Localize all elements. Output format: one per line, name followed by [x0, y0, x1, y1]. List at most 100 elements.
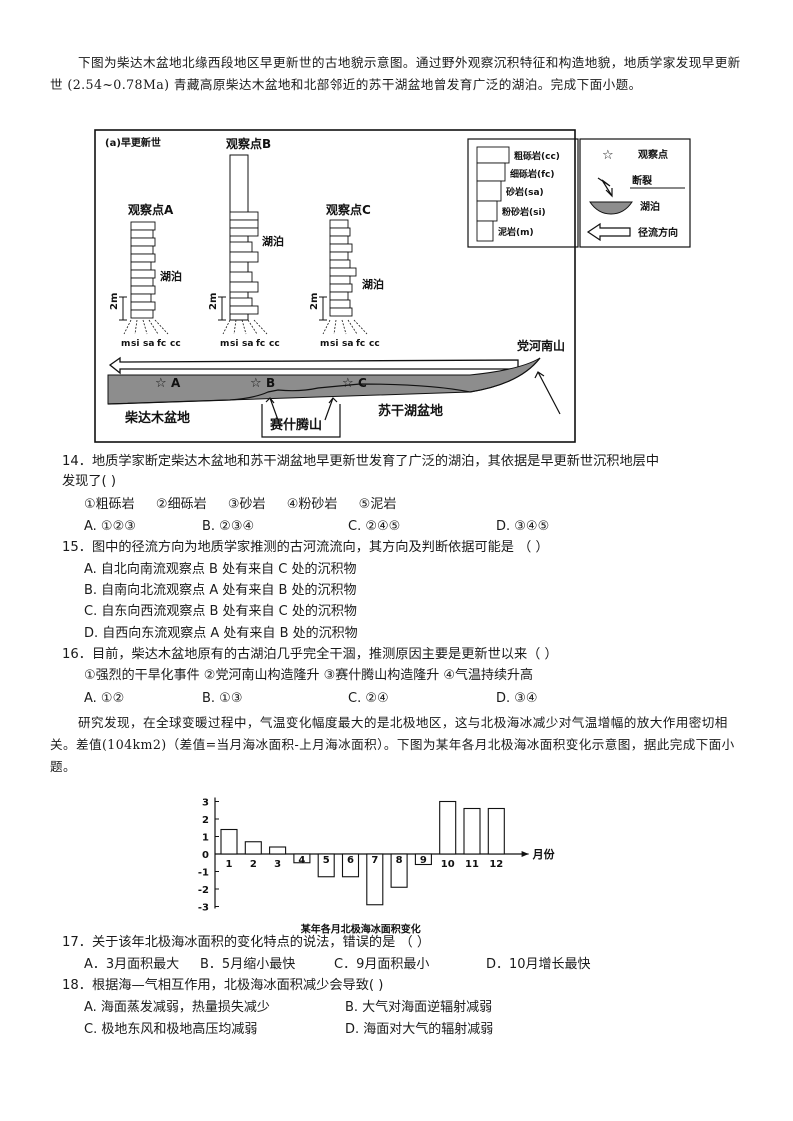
y-tick-label: 2: [202, 815, 209, 826]
mountain-dang-label: 党河南山: [517, 338, 565, 353]
bar-month-12: [487, 807, 505, 855]
q14-items: ①粗砾岩 ②细砾岩 ③砂岩 ④粉砂岩 ⑤泥岩: [84, 497, 397, 512]
axis-fc-b: fc: [256, 339, 265, 349]
x-axis-arrow: [521, 851, 529, 857]
x-tick-label: 5: [323, 855, 330, 866]
intro-paragraph-2: 研究发现，在全球变暖过程中，气温变化幅度最大的是北极地区，这与北极海冰减少对气温…: [50, 715, 735, 774]
axis-si-c: si: [330, 339, 338, 349]
axis-sa-c: sa: [342, 339, 353, 349]
q14-option-c[interactable]: C. ②④⑤: [348, 519, 401, 534]
axis-m-a: m: [121, 339, 130, 349]
intro-paragraph-1: 下图为柴达木盆地北缘西段地区早更新世的古地貌示意图。通过野外观察沉积特征和构造地…: [50, 55, 741, 92]
mountain-sai-label: 赛什腾山: [269, 417, 322, 433]
y-tick-label: -2: [198, 885, 209, 896]
q17-option-c[interactable]: C．9月面积最小: [334, 957, 430, 972]
axis-si-b: si: [230, 339, 238, 349]
q16-items: ①强烈的干旱化事件 ②党河南山构造隆升 ③赛什腾山构造隆升 ④气温持续升高: [84, 668, 534, 683]
column-base-ticks: [123, 319, 368, 335]
legend-arrow-icon: [586, 222, 631, 242]
q18-option-a[interactable]: A. 海面蒸发减弱，热量损失减少: [84, 1000, 270, 1015]
x-tick-label: 8: [396, 855, 403, 866]
legend-sa: 砂岩(sa): [506, 186, 544, 198]
q15-option-b[interactable]: B. 自南向北流观察点 A 处有来自 B 处的沉积物: [84, 583, 357, 598]
axis-m-c: m: [320, 339, 329, 349]
column-c: [329, 219, 357, 317]
q18-option-b[interactable]: B. 大气对海面逆辐射减弱: [345, 1000, 493, 1015]
y-tick-label: 0: [202, 850, 209, 861]
lake-c-label: 湖泊: [362, 277, 384, 291]
legend-lake: 湖泊: [640, 200, 660, 213]
q17-stem: 17．关于该年北极海冰面积的变化特点的说法，错误的是 （ ）: [62, 935, 431, 950]
q18-option-c[interactable]: C. 极地东风和极地高压均减弱: [84, 1022, 258, 1037]
site-b-label: B: [266, 376, 275, 390]
q16-stem: 16．目前，柴达木盆地原有的古湖泊几乎完全干涸，推测原因主要是更新世以来（ ）: [62, 647, 558, 662]
basin-sugan-label: 苏干湖盆地: [378, 403, 443, 419]
q15-option-a[interactable]: A. 自北向南流观察点 B 处有来自 C 处的沉积物: [84, 562, 357, 577]
paleogeomorphology-diagram: (a)早更新世 观察点B 湖泊 观察点A 湖泊 2m 观察点C: [94, 129, 691, 443]
q17-option-a[interactable]: A．3月面积最大: [84, 957, 180, 972]
lake-b-label: 湖泊: [262, 234, 284, 248]
x-tick-label: 11: [465, 859, 479, 870]
legend-fault-icon: [597, 177, 613, 198]
fault-east: [534, 371, 561, 415]
q15-option-d[interactable]: D. 自西向东流观察点 A 处有来自 B 处的沉积物: [84, 626, 358, 641]
q16-option-a[interactable]: A. ①②: [84, 691, 125, 706]
q14-stem-line2: 发现了( ): [62, 474, 117, 489]
legend-cc: 粗砾岩(cc): [514, 150, 560, 162]
legend-lake-icon: [589, 201, 633, 215]
x-tick-label: 9: [420, 855, 427, 866]
q16-option-c[interactable]: C. ②④: [348, 691, 389, 706]
q17-option-b[interactable]: B．5月缩小最快: [200, 957, 296, 972]
bar-month-3: [269, 846, 287, 855]
q14-option-d[interactable]: D. ③④⑤: [496, 519, 550, 534]
column-b-layers: [229, 211, 259, 315]
q18-option-d[interactable]: D. 海面对大气的辐射减弱: [345, 1022, 494, 1037]
scale-label-c: 2m: [309, 293, 320, 310]
axis-m-b: m: [220, 339, 229, 349]
y-tick-label: -1: [198, 868, 209, 879]
legend-star-icon: ☆: [602, 148, 614, 163]
runoff-arrow: [108, 356, 519, 375]
axis-sa-b: sa: [242, 339, 253, 349]
chart-title: 某年各月北极海冰面积变化: [301, 923, 421, 936]
panel-label: (a)早更新世: [105, 136, 161, 149]
site-a-label: A: [171, 376, 181, 390]
q16-option-d[interactable]: D. ③④: [496, 691, 538, 706]
x-tick-label: 3: [274, 859, 281, 870]
site-markers: ☆ A ☆ B ☆ C: [155, 376, 367, 391]
diagram-frame: [94, 129, 576, 443]
q14-option-b[interactable]: B. ②③④: [202, 519, 255, 534]
scale-label-a: 2m: [109, 293, 120, 310]
bar-month-11: [463, 807, 481, 855]
q16-option-b[interactable]: B. ①③: [202, 691, 243, 706]
x-tick-label: 6: [347, 855, 354, 866]
axis-cc-c: cc: [369, 339, 380, 349]
legend-symbols-box: [579, 138, 691, 248]
y-tick-label: -3: [198, 903, 209, 914]
axis-fc-a: fc: [157, 339, 166, 349]
legend-si: 粉砂岩(si): [502, 206, 546, 218]
lake-a-label: 湖泊: [160, 269, 182, 283]
site-c-label: C: [358, 376, 367, 390]
axis-sa-a: sa: [143, 339, 154, 349]
q17-option-d[interactable]: D．10月增长最快: [486, 957, 591, 972]
legend-rock-swatches: [476, 146, 510, 242]
column-b: [229, 154, 249, 321]
q14-option-a[interactable]: A. ①②③: [84, 519, 136, 534]
q14-stem-line1: 14．地质学家断定柴达木盆地和苏干湖盆地早更新世发育了广泛的湖泊，其依据是早更新…: [62, 454, 660, 469]
legend-runoff: 径流方向: [638, 226, 678, 239]
legend-rocks-box: [467, 138, 579, 248]
site-a-star: ☆: [155, 376, 167, 391]
bar-month-5: [317, 853, 335, 878]
obs-a-label: 观察点A: [128, 202, 174, 217]
x-tick-label: 12: [489, 859, 503, 870]
column-a: [130, 221, 156, 319]
y-tick-label: 1: [202, 833, 209, 844]
legend-fault: 断裂: [632, 174, 652, 187]
x-tick-label: 10: [441, 859, 455, 870]
x-tick-label: 2: [250, 859, 257, 870]
q15-option-c[interactable]: C. 自东向西流观察点 B 处有来自 C 处的沉积物: [84, 604, 357, 619]
x-tick-label: 7: [371, 855, 378, 866]
obs-b-label: 观察点B: [226, 136, 271, 151]
